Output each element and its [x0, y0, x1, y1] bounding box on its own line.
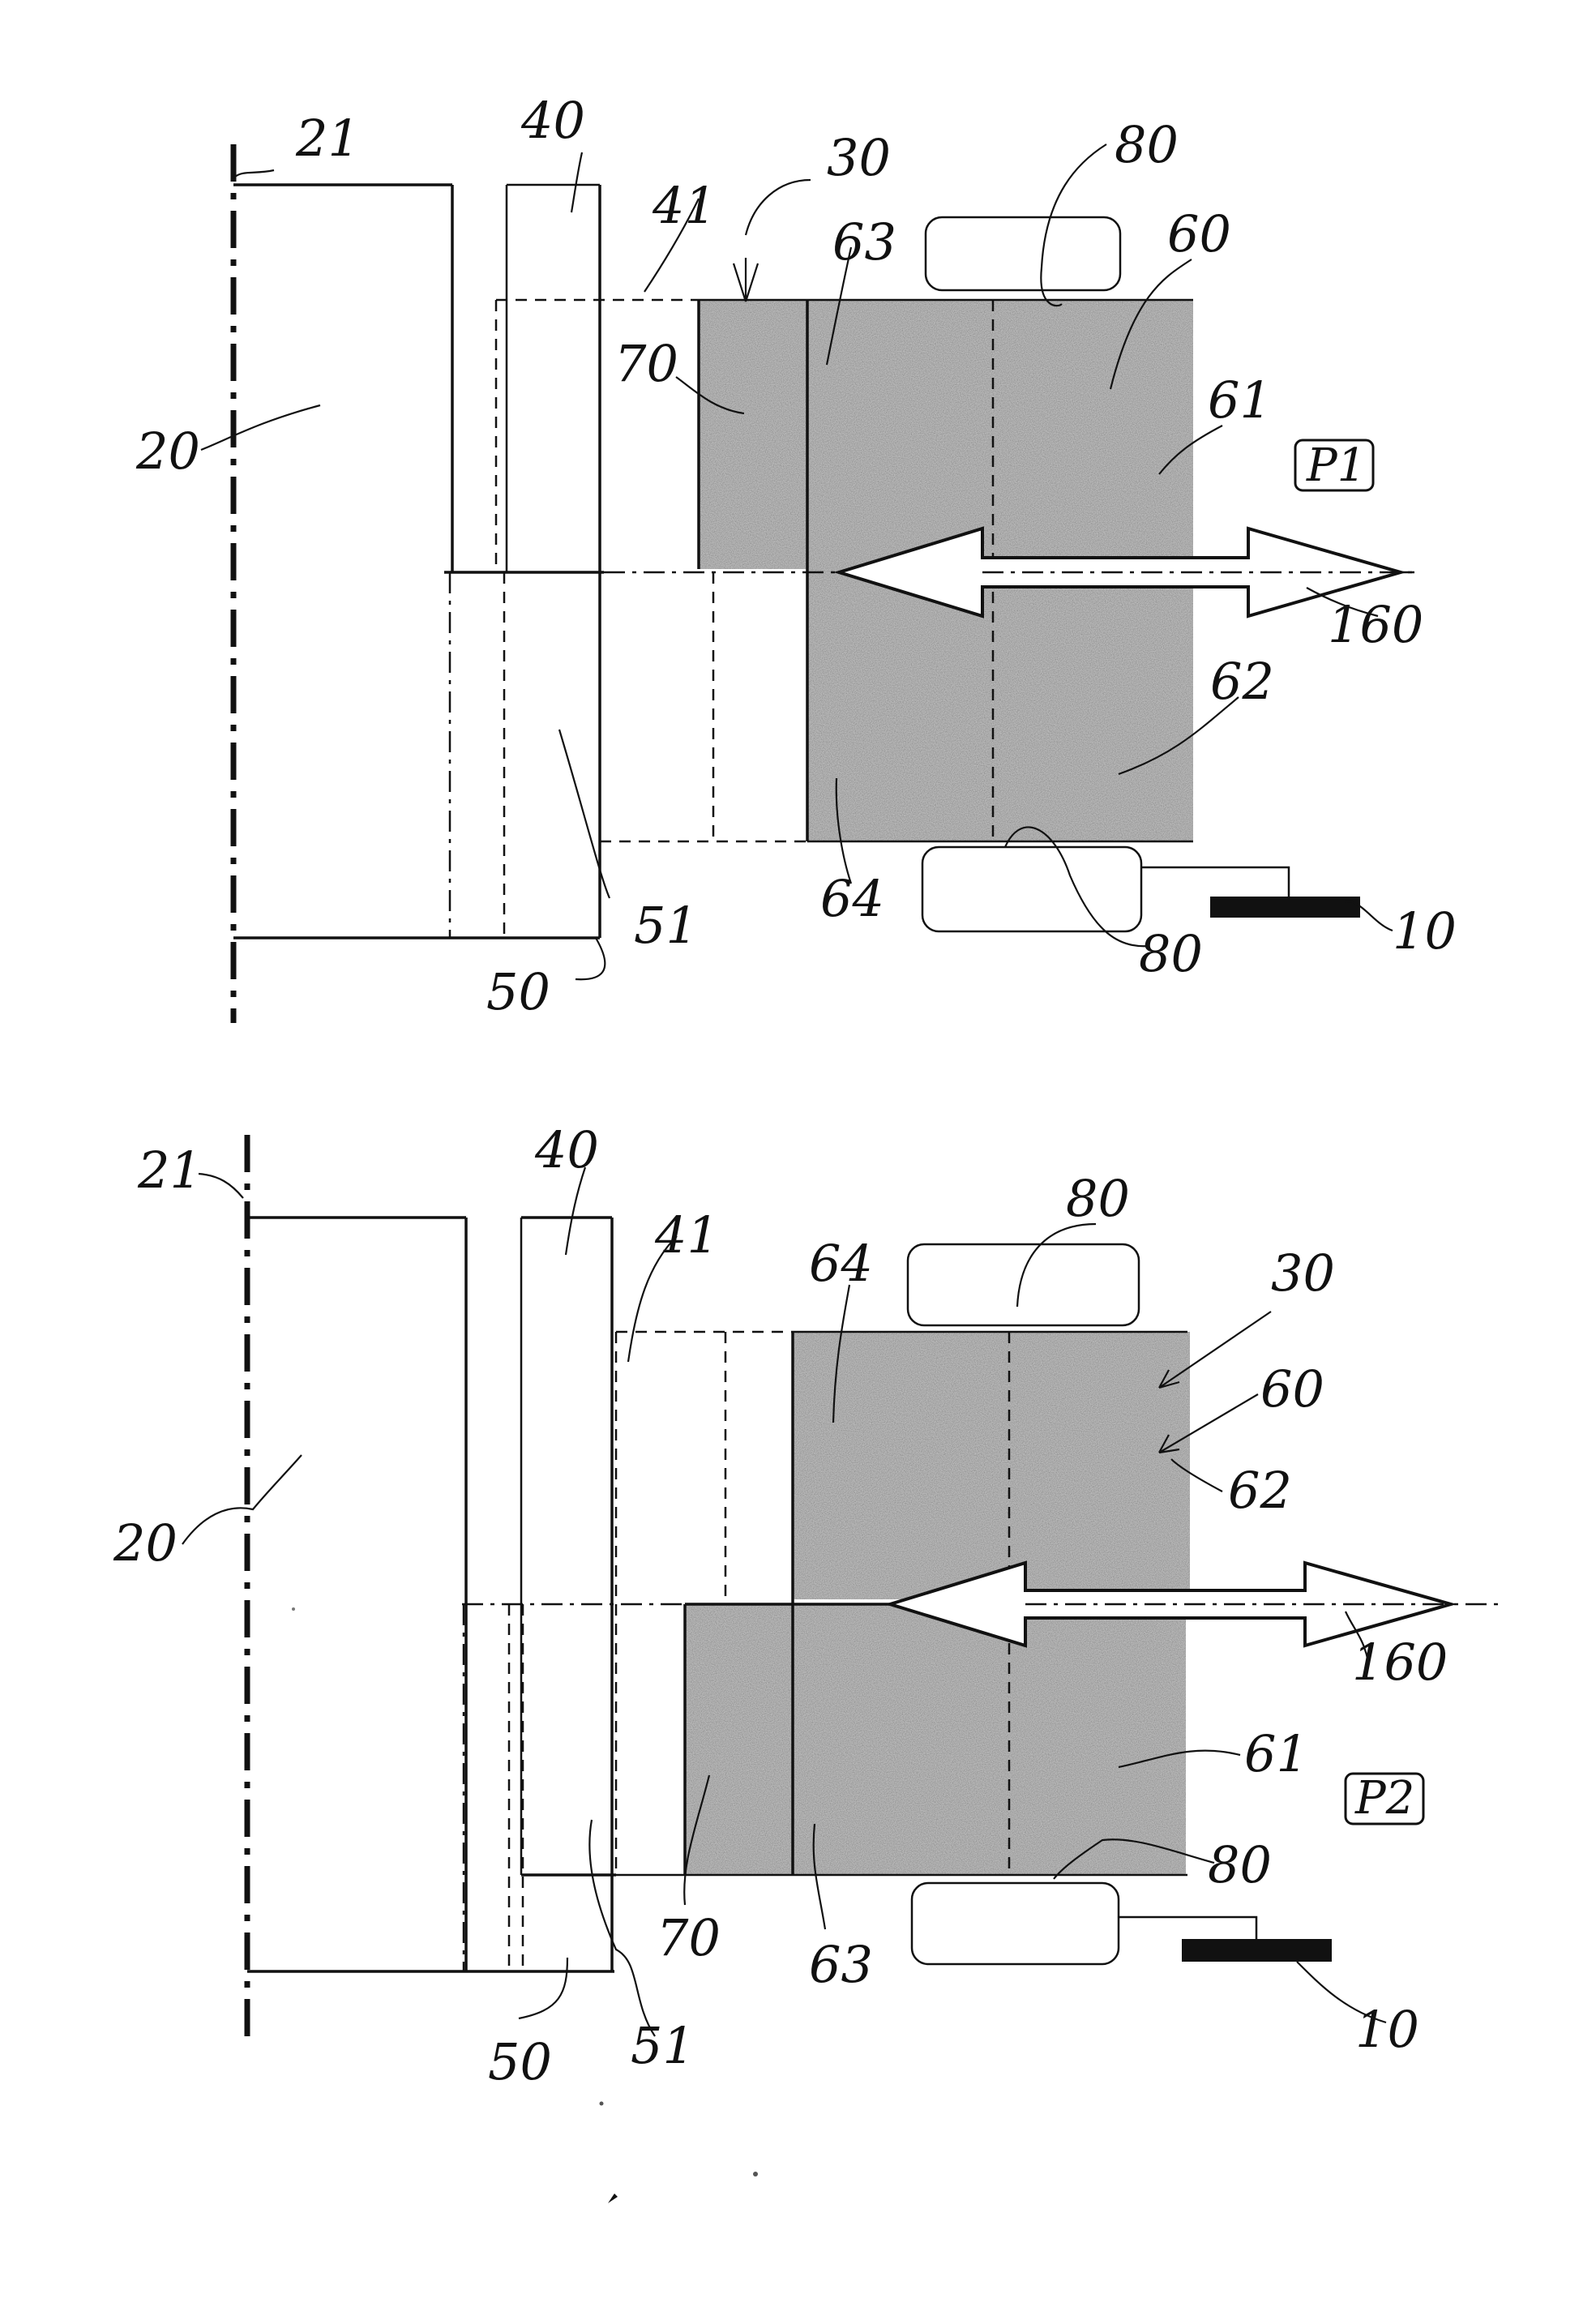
label-160: 160 [1328, 595, 1423, 654]
label-63: 63 [832, 212, 896, 272]
label-64: 64 [820, 869, 884, 928]
tag-p1: P1 [1306, 439, 1366, 492]
label-40: 40 [534, 1120, 599, 1179]
label-60: 60 [1260, 1359, 1324, 1419]
label-70: 70 [614, 334, 678, 393]
tag-p2: P2 [1354, 1772, 1414, 1825]
label-80: 80 [1208, 1835, 1272, 1894]
wheel-80-upper [926, 217, 1120, 290]
label-30: 30 [1271, 1243, 1335, 1303]
label-80: 80 [1115, 115, 1179, 174]
label-51: 51 [631, 2016, 695, 2075]
element-20 [233, 185, 504, 938]
label-40: 40 [520, 91, 585, 150]
label-10: 10 [1393, 901, 1457, 961]
label-80: 80 [1139, 924, 1203, 983]
label-62: 62 [1228, 1461, 1292, 1520]
label-41: 41 [652, 176, 717, 235]
ground-10 [1210, 897, 1360, 918]
label-61: 61 [1208, 370, 1272, 430]
label-30: 30 [827, 128, 891, 187]
label-80: 80 [1066, 1169, 1130, 1228]
label-51: 51 [634, 896, 698, 955]
label-21: 21 [295, 109, 360, 168]
wheel-80-lower-bottom [912, 1883, 1119, 1964]
figure-bottom: P2 21 40 80 41 64 30 60 20 62 16 [113, 1120, 1500, 2091]
element-40-50 [504, 185, 600, 938]
element-40-50-bottom [509, 1218, 616, 1971]
figure-top: P1 21 40 30 80 41 63 60 70 61 20 [135, 91, 1457, 1023]
wheel-80-lower [922, 847, 1141, 931]
ground-10-bottom [1182, 1939, 1332, 1962]
label-60: 60 [1167, 204, 1231, 263]
element-20-bottom [247, 1218, 614, 1971]
label-70: 70 [657, 1908, 721, 1967]
label-50: 50 [488, 2032, 552, 2091]
label-160: 160 [1352, 1633, 1448, 1692]
shaded-block-70 [699, 300, 807, 569]
label-61: 61 [1244, 1724, 1308, 1783]
shaded-block-70-63-61 [685, 1604, 1186, 1875]
label-63: 63 [809, 1935, 873, 1994]
label-50: 50 [486, 962, 550, 1021]
label-64: 64 [809, 1234, 873, 1293]
wheel-80-upper-bottom [908, 1244, 1139, 1325]
label-41: 41 [654, 1205, 719, 1265]
shaded-block-60-bottom [793, 1332, 1190, 1599]
label-20: 20 [135, 422, 200, 481]
label-20: 20 [113, 1513, 178, 1573]
label-21: 21 [137, 1141, 202, 1200]
label-10: 10 [1355, 2000, 1419, 2059]
label-62: 62 [1210, 652, 1274, 711]
